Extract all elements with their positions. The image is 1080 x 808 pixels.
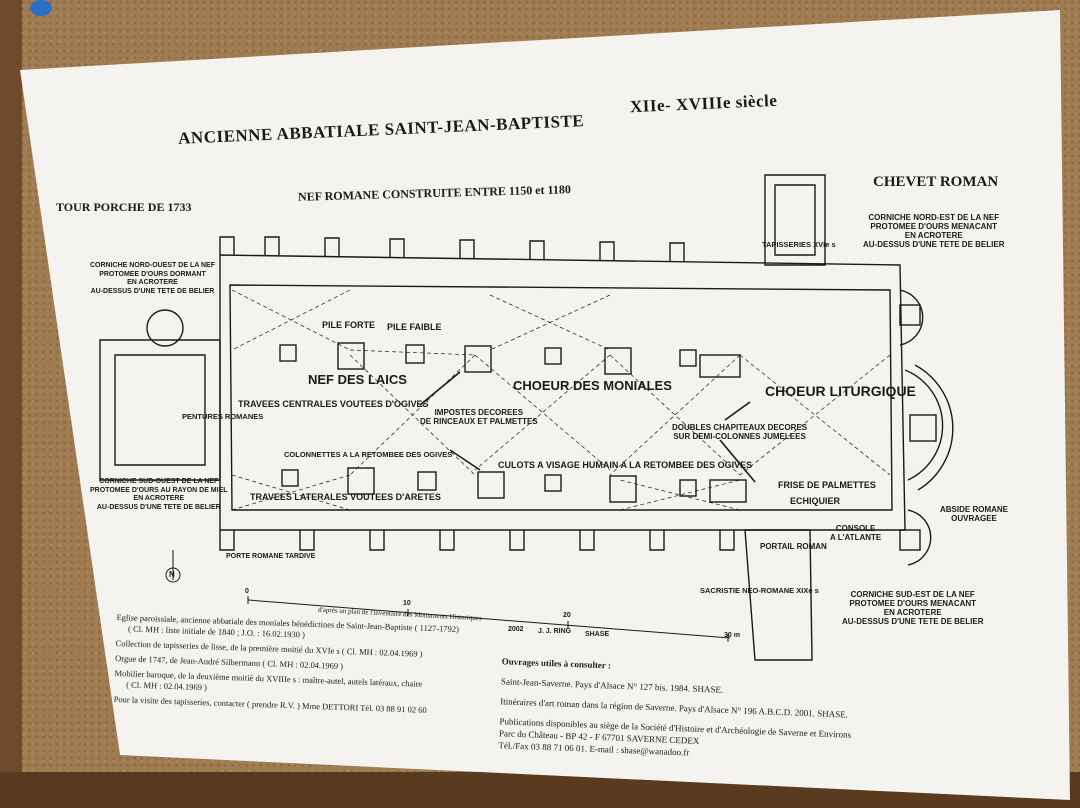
portail-label: PORTAIL ROMAN [760, 542, 827, 551]
church-floor-plan [99, 174, 954, 661]
credit-society: SHASE [585, 631, 610, 638]
north-arrow-icon [165, 550, 181, 583]
porte-romane-label: PORTE ROMANE TARDIVE [226, 553, 316, 560]
north-tower-outline [764, 174, 826, 266]
chevet-roman-label: CHEVET ROMAN [873, 174, 999, 190]
push-pin-icon [30, 0, 52, 16]
pile-faible-label: PILE FAIBLE [387, 322, 442, 332]
scale-tick-30: 30 m [724, 632, 740, 639]
notes-left: Eglise paroissiale, ancienne abbatiale d… [113, 612, 460, 715]
scale-bar [247, 596, 731, 642]
credit-author: J. J. RING [538, 628, 572, 635]
pentures-label: PENTURES ROMANES [182, 412, 264, 421]
culots-label: CULOTS A VISAGE HUMAIN A LA RETOMBEE DES… [498, 460, 753, 470]
scale-tick-0: 0 [245, 588, 249, 595]
nef-laics-label: NEF DES LAICS [308, 372, 407, 387]
pile-forte-label: PILE FORTE [322, 320, 376, 330]
tower-porch-outline [99, 339, 221, 481]
sacristie-label: SACRISTIE NEO-ROMANE XIXe s [700, 586, 819, 595]
notes-right: Ouvrages utiles à consulter : Saint-Jean… [498, 656, 852, 758]
north-apse [899, 289, 924, 346]
south-apse [907, 509, 932, 566]
tapisseries-label: TAPISSERIES XVIe s [762, 240, 836, 249]
main-apse [904, 369, 944, 481]
information-panel: ANCIENNE ABBATIALE SAINT-JEAN-BAPTISTE X… [20, 10, 1070, 800]
colonnettes-label: COLONNETTES A LA RETOMBEE DES OGIVES [284, 450, 453, 459]
travees-centrales-label: TRAVEES CENTRALES VOUTEES D'OGIVES [238, 399, 429, 409]
credit-year: 2002 [508, 626, 524, 633]
echiquier-label: ECHIQUIER [790, 496, 841, 506]
north-letter: N [169, 570, 175, 579]
choeur-liturgique-label: CHOEUR LITURGIQUE [765, 383, 916, 399]
tour-porche-label: TOUR PORCHE DE 1733 [56, 200, 192, 214]
scale-tick-20: 20 [563, 612, 571, 619]
travees-laterales-label: TRAVEES LATERALES VOUTEES D'ARETES [250, 492, 441, 502]
frise-label: FRISE DE PALMETTES [778, 480, 876, 490]
wooden-frame-left [0, 0, 22, 808]
sacristy-outline [744, 529, 813, 661]
choeur-moniales-label: CHOEUR DES MONIALES [513, 378, 672, 393]
scale-tick-10: 10 [403, 600, 411, 607]
